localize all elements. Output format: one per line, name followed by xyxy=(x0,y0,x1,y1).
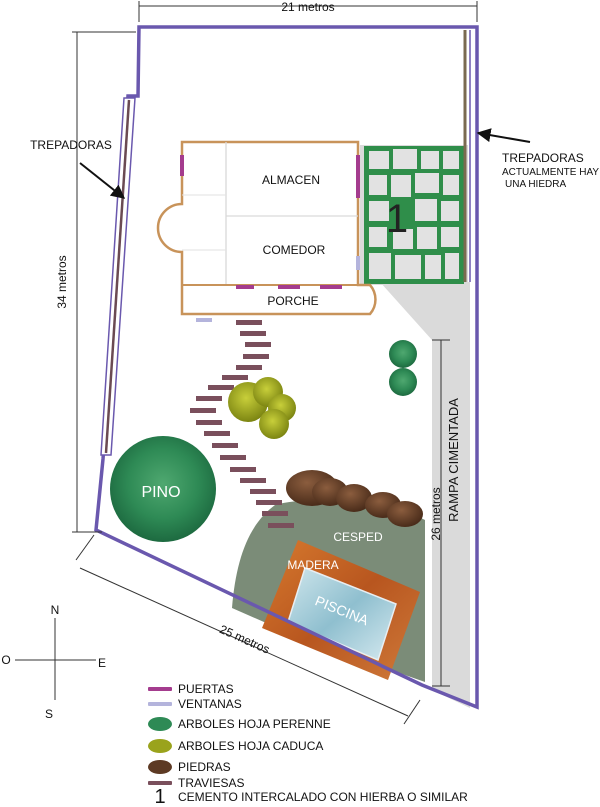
legend-label: VENTANAS xyxy=(178,697,242,711)
legend-swatch-ventanas xyxy=(148,702,172,706)
legend-item-caduca: ARBOLES HOJA CADUCA xyxy=(148,737,323,755)
trepadoras-left-label: TREPADORAS xyxy=(30,138,112,152)
evergreen-tree xyxy=(389,340,417,368)
legend-item-traviesas: TRAVIESAS xyxy=(148,774,244,792)
trepadoras-right-line3: UNA HIEDRA xyxy=(505,179,566,190)
legend-item-perenne: ARBOLES HOJA PERENNE xyxy=(148,715,331,733)
compass-o: O xyxy=(1,653,10,667)
madera-label: MADERA xyxy=(287,558,338,572)
legend-swatch-traviesas xyxy=(148,781,172,785)
right-dimension-label: 26 metros xyxy=(429,487,443,540)
rampa-label: RAMPA CIMENTADA xyxy=(446,398,461,522)
compass-e: E xyxy=(98,656,106,670)
top-dimension-label: 21 metros xyxy=(281,0,334,14)
legend-swatch-perenne xyxy=(148,717,172,731)
porche-label: PORCHE xyxy=(267,294,318,308)
trepadoras-right-line2: ACTUALMENTE HAY xyxy=(502,167,599,178)
legend-swatch-cemento: 1 xyxy=(154,786,166,807)
house xyxy=(156,140,377,322)
legend-swatch-puertas xyxy=(148,687,172,691)
legend-label: PUERTAS xyxy=(178,682,234,696)
piedras xyxy=(286,470,423,527)
property-boundary xyxy=(94,25,479,710)
deciduous-tree xyxy=(228,377,296,439)
trepadoras-right-title: TREPADORAS xyxy=(502,151,584,165)
compass-s: S xyxy=(45,707,53,721)
comedor-label: COMEDOR xyxy=(263,243,326,257)
evergreen-tree xyxy=(389,368,417,396)
compass xyxy=(15,618,96,700)
piscina xyxy=(287,567,397,662)
legend-label: TRAVIESAS xyxy=(178,776,245,790)
legend-label: CEMENTO INTERCALADO CON HIERBA O SIMILAR xyxy=(178,790,468,804)
cesped-label: CESPED xyxy=(333,530,383,544)
cement-paver-patio xyxy=(364,146,464,284)
legend-item-ventanas: VENTANAS xyxy=(148,695,242,713)
legend-label: ARBOLES HOJA PERENNE xyxy=(178,717,331,731)
legend-item-cemento: 1 CEMENTO INTERCALADO CON HIERBA O SIMIL… xyxy=(148,786,468,807)
pino-label: PINO xyxy=(141,484,180,501)
legend: PUERTAS VENTANAS ARBOLES HOJA PERENNE AR… xyxy=(148,680,548,807)
patio-number: 1 xyxy=(386,197,408,241)
traviesas-path xyxy=(190,320,294,528)
legend-item-piedras: PIEDRAS xyxy=(148,758,231,776)
compass-n: N xyxy=(51,603,60,617)
almacen-label: ALMACEN xyxy=(262,173,320,187)
trepadoras-right-arrow xyxy=(476,128,531,143)
legend-label: ARBOLES HOJA CADUCA xyxy=(178,739,324,753)
legend-item-puertas: PUERTAS xyxy=(148,680,234,698)
pino-tree xyxy=(110,436,216,542)
trepadoras-left-arrow xyxy=(79,162,126,199)
legend-label: PIEDRAS xyxy=(178,760,231,774)
rampa-cimentada-area xyxy=(380,282,470,708)
dimension-lines xyxy=(72,1,478,725)
legend-swatch-caduca xyxy=(148,739,172,753)
left-dimension-label: 34 metros xyxy=(55,255,69,308)
legend-swatch-piedras xyxy=(148,760,172,774)
